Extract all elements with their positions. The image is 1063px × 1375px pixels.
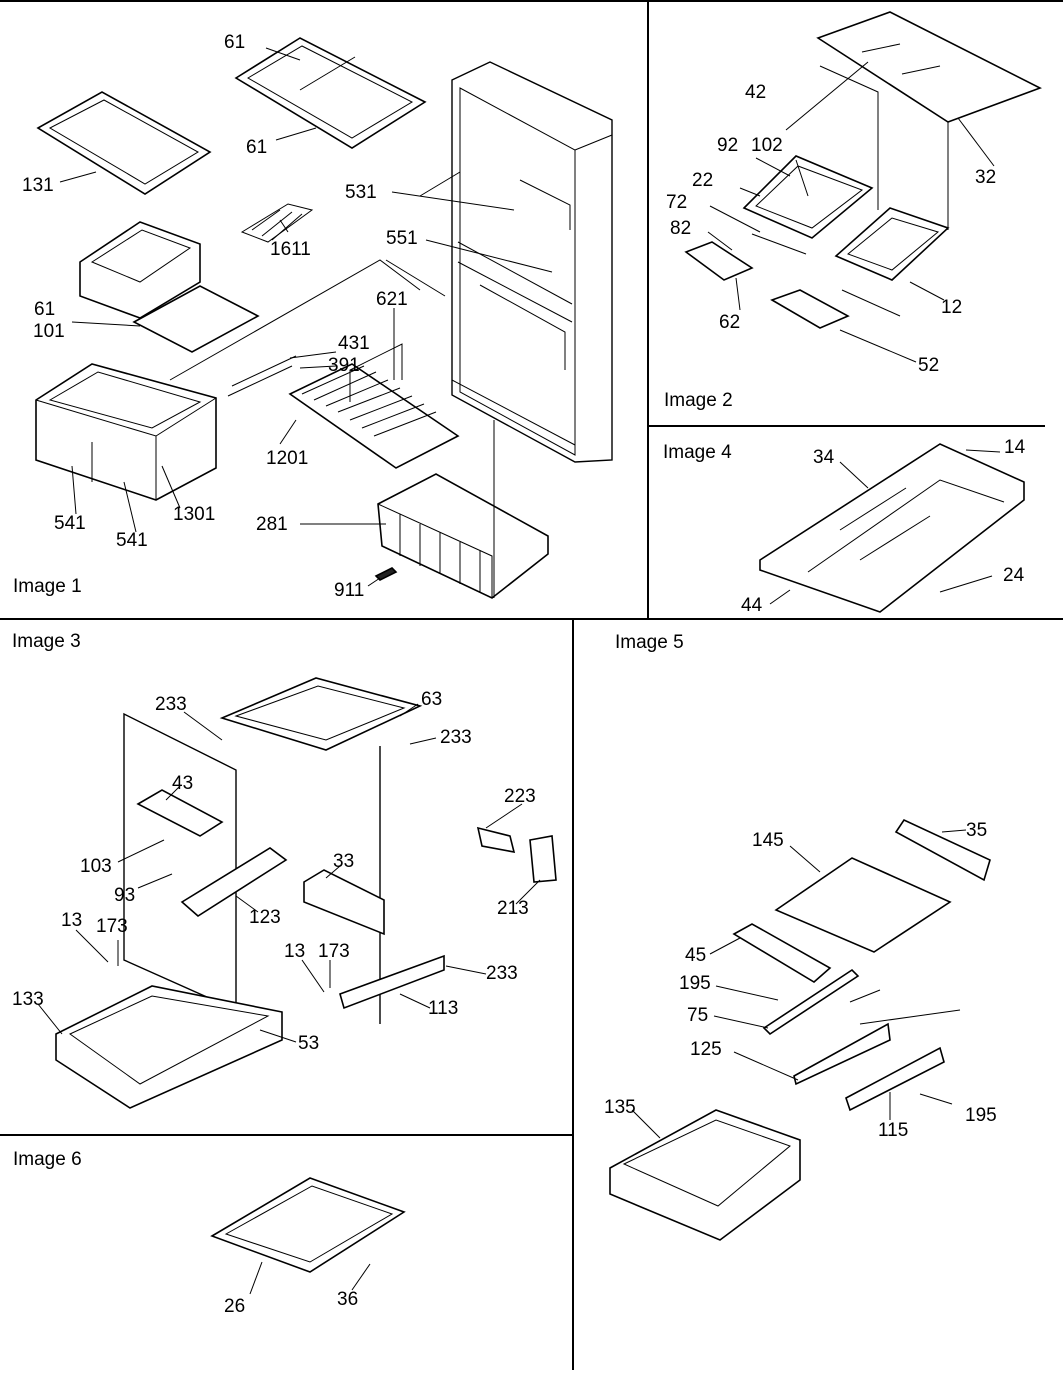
callout-label: 431 (338, 333, 370, 354)
callout-label: 195 (679, 973, 711, 994)
callout-label: 53 (298, 1033, 320, 1054)
callout-label: 621 (376, 289, 408, 310)
frame-divider-h1 (0, 618, 1063, 620)
callout-label: 1301 (173, 504, 216, 525)
callout-label: 72 (666, 192, 688, 213)
callout-label: 43 (172, 773, 194, 794)
panel-title-image3: Image 3 (12, 631, 81, 652)
callout-label: 61 (246, 137, 268, 158)
callout-label: 93 (114, 885, 136, 906)
frame-divider-h2 (647, 425, 1045, 427)
callout-label: 13 (61, 910, 83, 931)
callout-label: 44 (741, 595, 763, 616)
callout-label: 14 (1004, 437, 1026, 458)
callout-label: 62 (719, 312, 741, 333)
callout-label: 103 (80, 856, 112, 877)
image6-artwork (210, 1177, 406, 1295)
callout-label: 82 (670, 218, 692, 239)
callout-label: 113 (428, 998, 459, 1019)
callout-label: 233 (486, 963, 518, 984)
panel-title-image6: Image 6 (13, 1149, 82, 1170)
callout-label: 34 (813, 447, 835, 468)
image5-artwork (609, 818, 991, 1241)
callout-label: 1201 (266, 448, 309, 469)
callout-label: 911 (334, 580, 365, 601)
callout-label: 145 (752, 830, 784, 851)
callout-label: 173 (96, 916, 128, 937)
callout-label: 173 (318, 941, 350, 962)
callout-label: 133 (12, 989, 44, 1010)
callout-label: 36 (337, 1289, 359, 1310)
panel-title-image2: Image 2 (664, 390, 733, 411)
callout-label: 541 (116, 530, 148, 551)
callout-label: 32 (975, 167, 997, 188)
callout-label: 541 (54, 513, 86, 534)
callout-label: 35 (966, 820, 988, 841)
frame-divider-h3 (0, 1134, 574, 1136)
callout-label: 75 (687, 1005, 709, 1026)
callout-label: 125 (690, 1039, 722, 1060)
callout-label: 12 (941, 297, 963, 318)
callout-label: 131 (22, 175, 54, 196)
callout-label: 26 (224, 1296, 246, 1317)
callout-label: 24 (1003, 565, 1025, 586)
callout-label: 45 (685, 945, 707, 966)
image4-artwork (759, 443, 1025, 613)
callout-label: 531 (345, 182, 377, 203)
callout-label: 195 (965, 1105, 997, 1126)
callout-label: 551 (386, 228, 418, 249)
panel-title-image4: Image 4 (663, 442, 732, 463)
callout-label: 135 (604, 1097, 636, 1118)
callout-label: 52 (918, 355, 940, 376)
callout-label: 1611 (270, 239, 311, 260)
callout-label: 13 (284, 941, 306, 962)
callout-label: 42 (745, 82, 767, 103)
callout-label: 223 (504, 786, 536, 807)
callout-label: 33 (333, 851, 355, 872)
callout-label: 102 (751, 135, 783, 156)
callout-label: 115 (878, 1120, 909, 1141)
callout-label: 92 (717, 135, 739, 156)
panel-title-image1: Image 1 (13, 576, 82, 597)
callout-label: 61 (224, 32, 246, 53)
callout-label: 22 (692, 170, 714, 191)
callout-label: 213 (497, 898, 529, 919)
image2-artwork (684, 11, 1042, 363)
callout-label: 233 (155, 694, 187, 715)
callout-label: 61 (34, 299, 56, 320)
frame-top (0, 0, 1063, 2)
callout-label: 281 (256, 514, 288, 535)
callout-label: 101 (33, 321, 65, 342)
panel-title-image5: Image 5 (615, 632, 684, 653)
image3-artwork (37, 677, 557, 1109)
frame-divider-v2 (572, 620, 574, 1370)
frame-divider-v1 (647, 0, 649, 620)
callout-label: 123 (249, 907, 281, 928)
callout-label: 391 (328, 355, 360, 376)
image1-artwork (35, 37, 613, 599)
callout-label: 63 (421, 689, 443, 710)
callout-label: 233 (440, 727, 472, 748)
